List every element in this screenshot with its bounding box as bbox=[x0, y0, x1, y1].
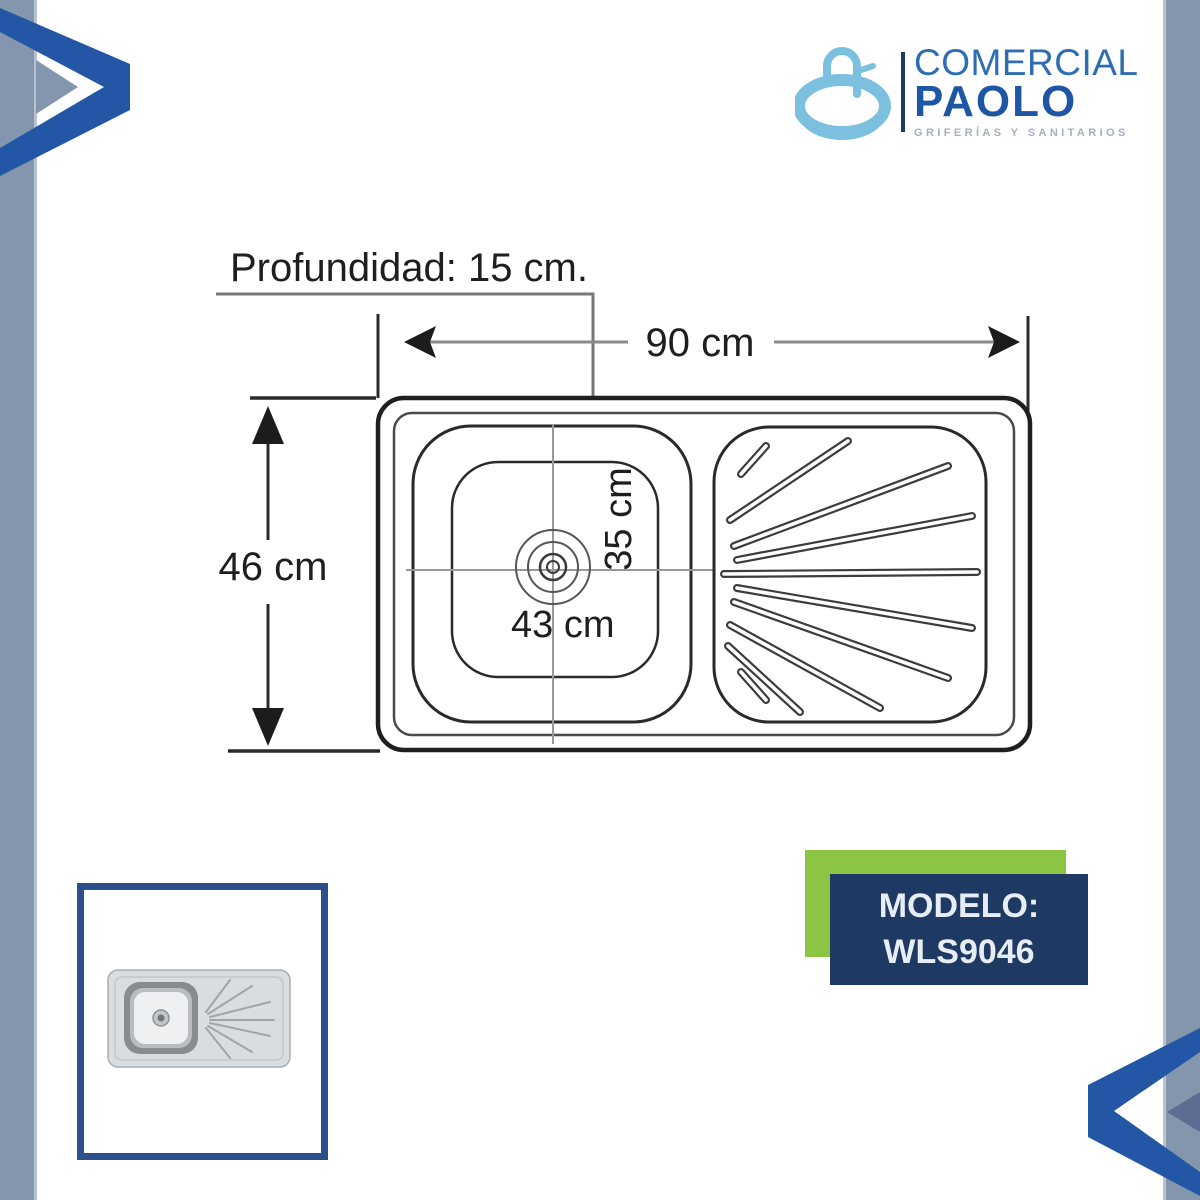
left-border-strip bbox=[0, 0, 37, 1200]
chevron-left-icon bbox=[1088, 1028, 1200, 1196]
sink-outline bbox=[375, 395, 1033, 753]
height-dimension: 46 cm bbox=[219, 396, 380, 753]
top-left-chevron-decoration bbox=[0, 8, 130, 176]
bowl-depth-label: 35 cm bbox=[598, 467, 640, 570]
right-border-strip bbox=[1163, 0, 1200, 1200]
drain-icon bbox=[515, 529, 591, 605]
mini-sink-photo bbox=[107, 969, 291, 1068]
chevron-right-icon bbox=[0, 8, 130, 176]
bowl-width-label: 43 cm bbox=[511, 604, 614, 646]
height-dimension-label: 46 cm bbox=[219, 545, 328, 589]
brand-name-line2: PAOLO bbox=[914, 77, 1078, 126]
width-dimension: 90 cm bbox=[376, 314, 1030, 422]
sink-faucet-icon bbox=[795, 47, 891, 140]
navy-triangle-icon bbox=[1167, 1092, 1200, 1132]
logo-divider bbox=[901, 52, 905, 132]
sink-dimension-diagram: Profundidad: 15 cm. 90 cm 46 cm bbox=[216, 246, 1033, 753]
gray-triangle-icon bbox=[36, 60, 78, 114]
model-title: MODELO: bbox=[878, 886, 1040, 925]
width-dimension-label: 90 cm bbox=[646, 321, 755, 365]
brand-logo: COMERCIAL PAOLO GRIFERÍAS Y SANITARIOS bbox=[795, 38, 1139, 142]
brand-name-line1: COMERCIAL bbox=[914, 42, 1139, 83]
model-badge: MODELO: WLS9046 bbox=[830, 874, 1088, 985]
model-code: WLS9046 bbox=[883, 932, 1035, 971]
depth-label: Profundidad: 15 cm. bbox=[230, 246, 588, 290]
sink-bowl: 43 cm 35 cm bbox=[406, 424, 714, 744]
product-photo-thumbnail bbox=[77, 883, 328, 1160]
mini-drainboard-rays bbox=[205, 979, 275, 1059]
bottom-right-chevron-decoration bbox=[1088, 1028, 1200, 1196]
brand-tagline: GRIFERÍAS Y SANITARIOS bbox=[914, 126, 1129, 139]
drainboard bbox=[712, 425, 988, 724]
